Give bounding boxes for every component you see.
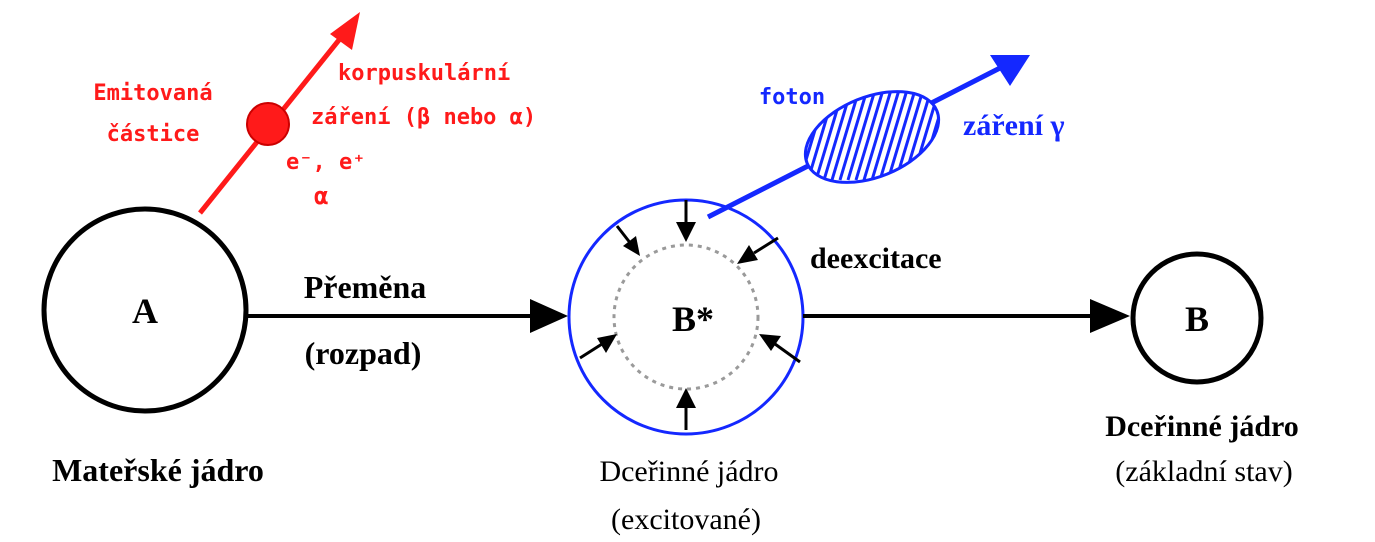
- inward-arrow-bottom: [676, 388, 696, 430]
- photon-label: foton: [759, 85, 825, 110]
- transition-arrowhead-icon: [530, 299, 568, 333]
- inward-arrow-left: [579, 334, 617, 360]
- particle-types-line2: α: [314, 182, 328, 210]
- emitted-particle-label-line1: Emitovaná: [93, 81, 212, 106]
- node-b-caption-line1: Dceřinné jádro: [1105, 410, 1299, 443]
- transition-label-line1: Přeměna: [304, 269, 427, 305]
- inward-arrow-right: [759, 334, 801, 364]
- node-a: A Mateřské jádro: [41, 206, 264, 488]
- inward-arrow-top-left: [615, 225, 640, 256]
- second-transition-arrowhead-icon: [1090, 299, 1130, 333]
- deexcitation-arrows: [579, 200, 801, 430]
- photon-wave-packet-icon: [798, 79, 952, 184]
- particle-arrowhead-icon: [330, 12, 360, 50]
- node-b-star-label: B*: [672, 299, 714, 339]
- photon-group: foton záření γ: [706, 55, 1065, 220]
- deexcitation-label: deexcitace: [810, 242, 942, 275]
- node-a-caption: Mateřské jádro: [52, 452, 264, 488]
- emitted-particle-label-line2: částice: [107, 122, 200, 147]
- node-b-caption-line2: (základní stav): [1115, 455, 1292, 488]
- node-a-circle: [41, 206, 249, 414]
- deexcitation-transition-group: [803, 299, 1130, 333]
- particle-types-line1: e⁻, e⁺: [286, 150, 365, 175]
- node-b-circle: [1130, 251, 1264, 385]
- emitted-particle-group: Emitovaná částice korpuskulární záření (…: [93, 12, 536, 215]
- gamma-radiation-label: záření γ: [963, 109, 1065, 142]
- node-a-label: A: [132, 291, 158, 331]
- inward-arrow-top: [676, 200, 696, 242]
- node-b: B Dceřinné jádro (základní stav): [1105, 251, 1299, 488]
- node-b-star: B*: [567, 198, 805, 536]
- transition-label-line2: (rozpad): [305, 335, 422, 371]
- node-b-label: B: [1185, 299, 1209, 339]
- node-b-star-inner-dotted-circle: [612, 243, 760, 391]
- node-b-star-caption-line1: Dceřinné jádro: [599, 455, 778, 488]
- emitted-particle-dot: [246, 102, 290, 146]
- inward-arrow-top-right: [737, 236, 779, 264]
- radiation-label-line2: záření (β nebo α): [311, 105, 536, 130]
- node-b-star-caption-line2: (excitované): [611, 503, 761, 536]
- radiation-label-line1: korpuskulární: [338, 61, 510, 86]
- photon-arrowhead-icon: [990, 55, 1030, 86]
- transition-arrow-group: Přeměna (rozpad): [247, 269, 568, 371]
